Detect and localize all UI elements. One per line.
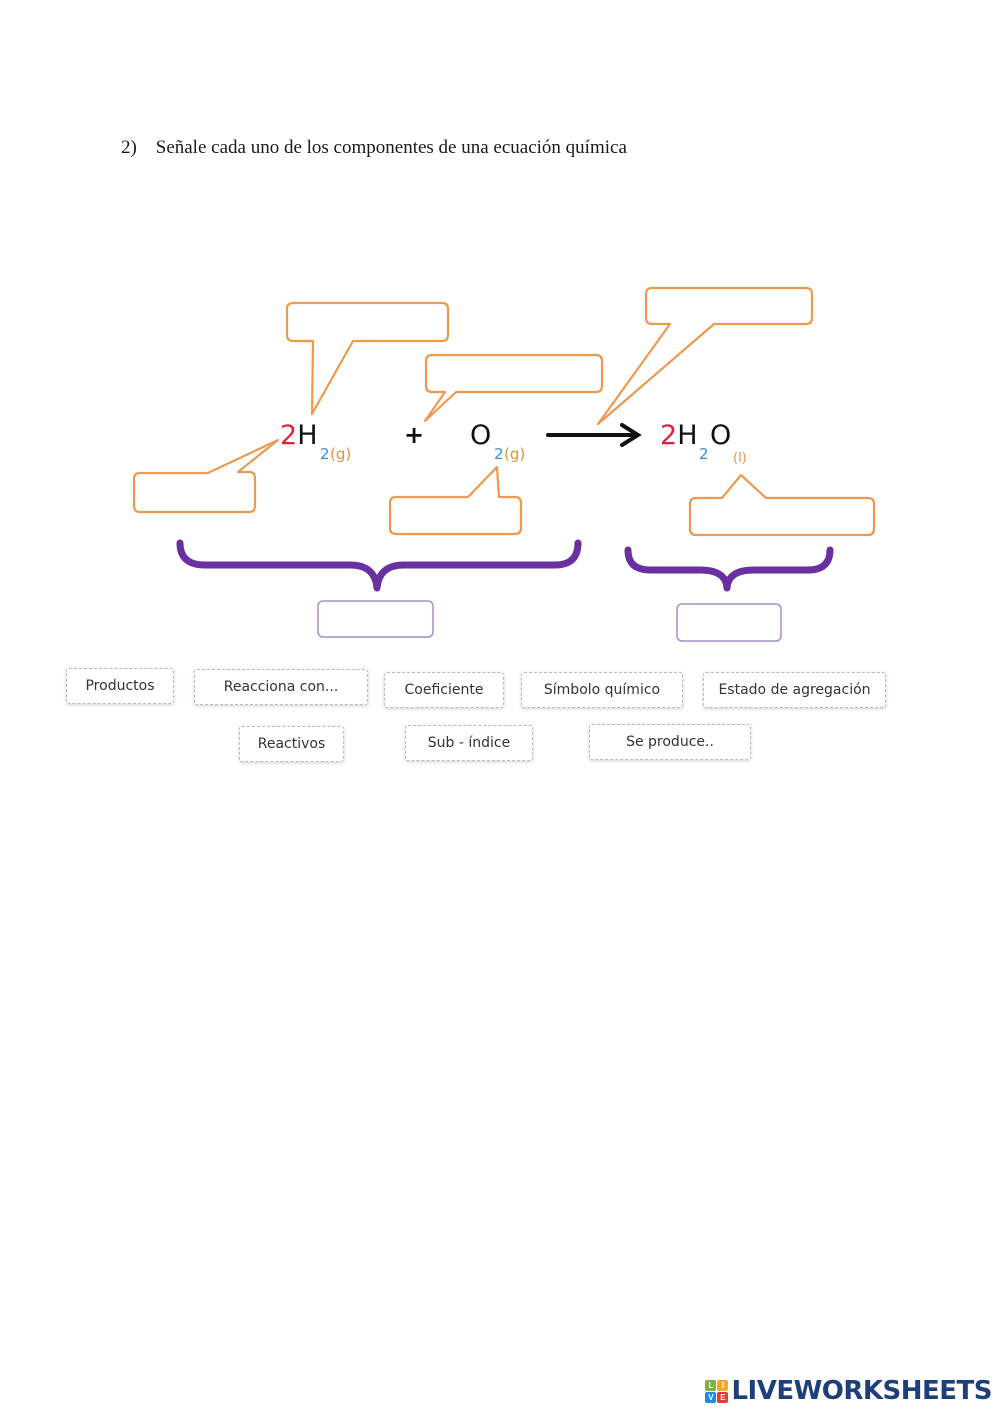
state-reactant2: (g)	[504, 445, 525, 463]
drop-field-state[interactable]	[690, 498, 874, 535]
state-reactant1: (g)	[330, 445, 351, 463]
liveworksheets-logo: L I V E LIVEWORKSHEETS	[705, 1376, 992, 1406]
equation-reactant2: O	[470, 420, 491, 451]
chemical-equation-diagram: 2H 2 (g) + O 2 (g) 2H 2 O (l)	[132, 286, 876, 642]
option-coeficiente[interactable]: Coeficiente	[384, 672, 504, 708]
subscript-product: 2	[699, 445, 709, 463]
option-sub-indice[interactable]: Sub - índice	[405, 725, 533, 761]
option-productos[interactable]: Productos	[66, 668, 174, 704]
reactants-drop-box	[317, 600, 434, 638]
coefficient-reactant1: 2	[280, 420, 297, 451]
callout-symbol	[285, 301, 450, 416]
drop-field-subscript[interactable]	[390, 497, 521, 534]
drop-field-reacts-with[interactable]	[426, 355, 602, 392]
equation-reactant1: 2H	[280, 420, 318, 451]
option-se-produce[interactable]: Se produce..	[589, 724, 751, 760]
option-simbolo-quimico[interactable]: Símbolo químico	[521, 672, 683, 708]
callout-coefficient	[132, 438, 280, 514]
drop-field-coefficient[interactable]	[134, 473, 255, 512]
logo-text: LIVEWORKSHEETS	[731, 1376, 992, 1406]
svg-text:O: O	[710, 420, 731, 451]
logo-blocks-icon: L I V E	[705, 1379, 729, 1403]
callout-subscript	[388, 465, 523, 536]
state-product: (l)	[733, 451, 747, 466]
products-brace-icon	[624, 546, 834, 592]
drop-field-produces[interactable]	[646, 288, 812, 324]
reaction-arrow-icon	[546, 423, 642, 447]
callout-plus	[423, 353, 604, 423]
option-estado-de-agregacion[interactable]: Estado de agregación	[703, 672, 886, 708]
option-reacciona-con[interactable]: Reacciona con...	[194, 669, 368, 705]
drop-field-symbol[interactable]	[287, 303, 448, 341]
equation-product: 2H	[660, 420, 698, 451]
subscript-reactant2: 2	[494, 445, 504, 463]
question-number: 2)	[121, 137, 137, 158]
callout-arrow	[596, 286, 814, 426]
callout-state	[688, 473, 876, 537]
question-text: Señale cada uno de los componentes de un…	[155, 137, 627, 158]
drop-field-products[interactable]	[677, 604, 781, 641]
reactants-brace-icon	[176, 539, 582, 592]
subscript-reactant1: 2	[320, 445, 330, 463]
plus-sign: +	[404, 421, 424, 449]
coefficient-product: 2	[660, 420, 677, 451]
drop-field-reactants[interactable]	[318, 601, 433, 637]
option-reactivos[interactable]: Reactivos	[239, 726, 344, 762]
products-drop-box	[676, 603, 782, 642]
question-prompt: 2) Señale cada uno de los componentes de…	[121, 137, 627, 159]
